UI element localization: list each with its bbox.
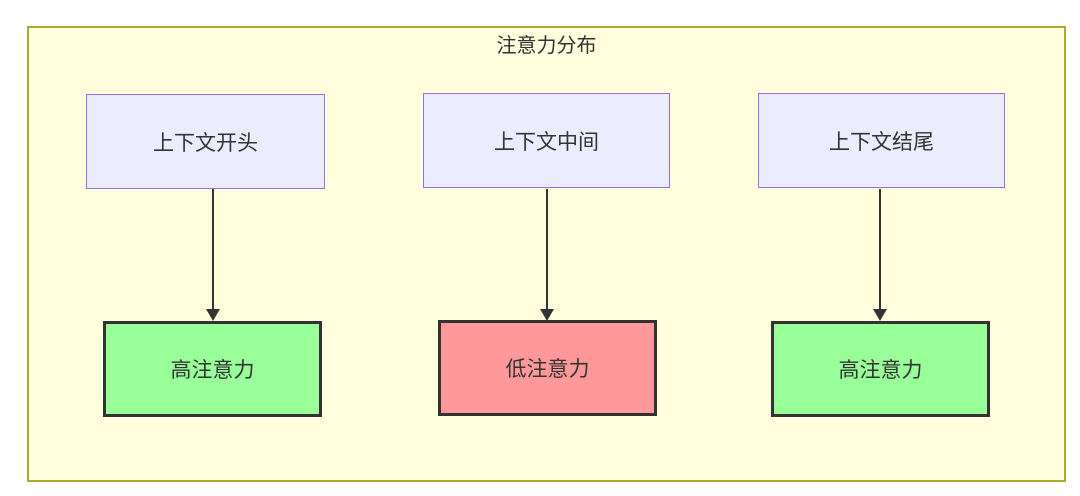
node-low-attention-label: 低注意力 [505,358,590,381]
node-context-middle: 上下文中间 [423,93,670,188]
node-high-attention-1-label: 高注意力 [170,359,255,382]
node-high-attention-2: 高注意力 [771,321,990,417]
arrow-shaft-end-to-high [879,189,881,309]
node-context-middle-label: 上下文中间 [494,130,599,154]
arrow-shaft-middle-to-low [546,189,548,309]
node-context-end-label: 上下文结尾 [829,130,934,154]
arrow-head-start-to-high [206,309,220,321]
arrow-head-middle-to-low [540,309,554,321]
diagram-title: 注意力分布 [496,35,597,57]
node-context-start-label: 上下文开头 [153,131,258,155]
node-high-attention-2-label: 高注意力 [838,359,923,382]
diagram-container: 注意力分布 上下文开头 高注意力 上下文中间 低注意力 上下文结尾 高注意力 [27,26,1066,482]
node-low-attention: 低注意力 [438,320,657,416]
node-high-attention-1: 高注意力 [103,321,322,417]
node-context-start: 上下文开头 [86,94,325,189]
node-context-end: 上下文结尾 [758,93,1005,188]
arrow-head-end-to-high [873,309,887,321]
arrow-shaft-start-to-high [212,189,214,309]
